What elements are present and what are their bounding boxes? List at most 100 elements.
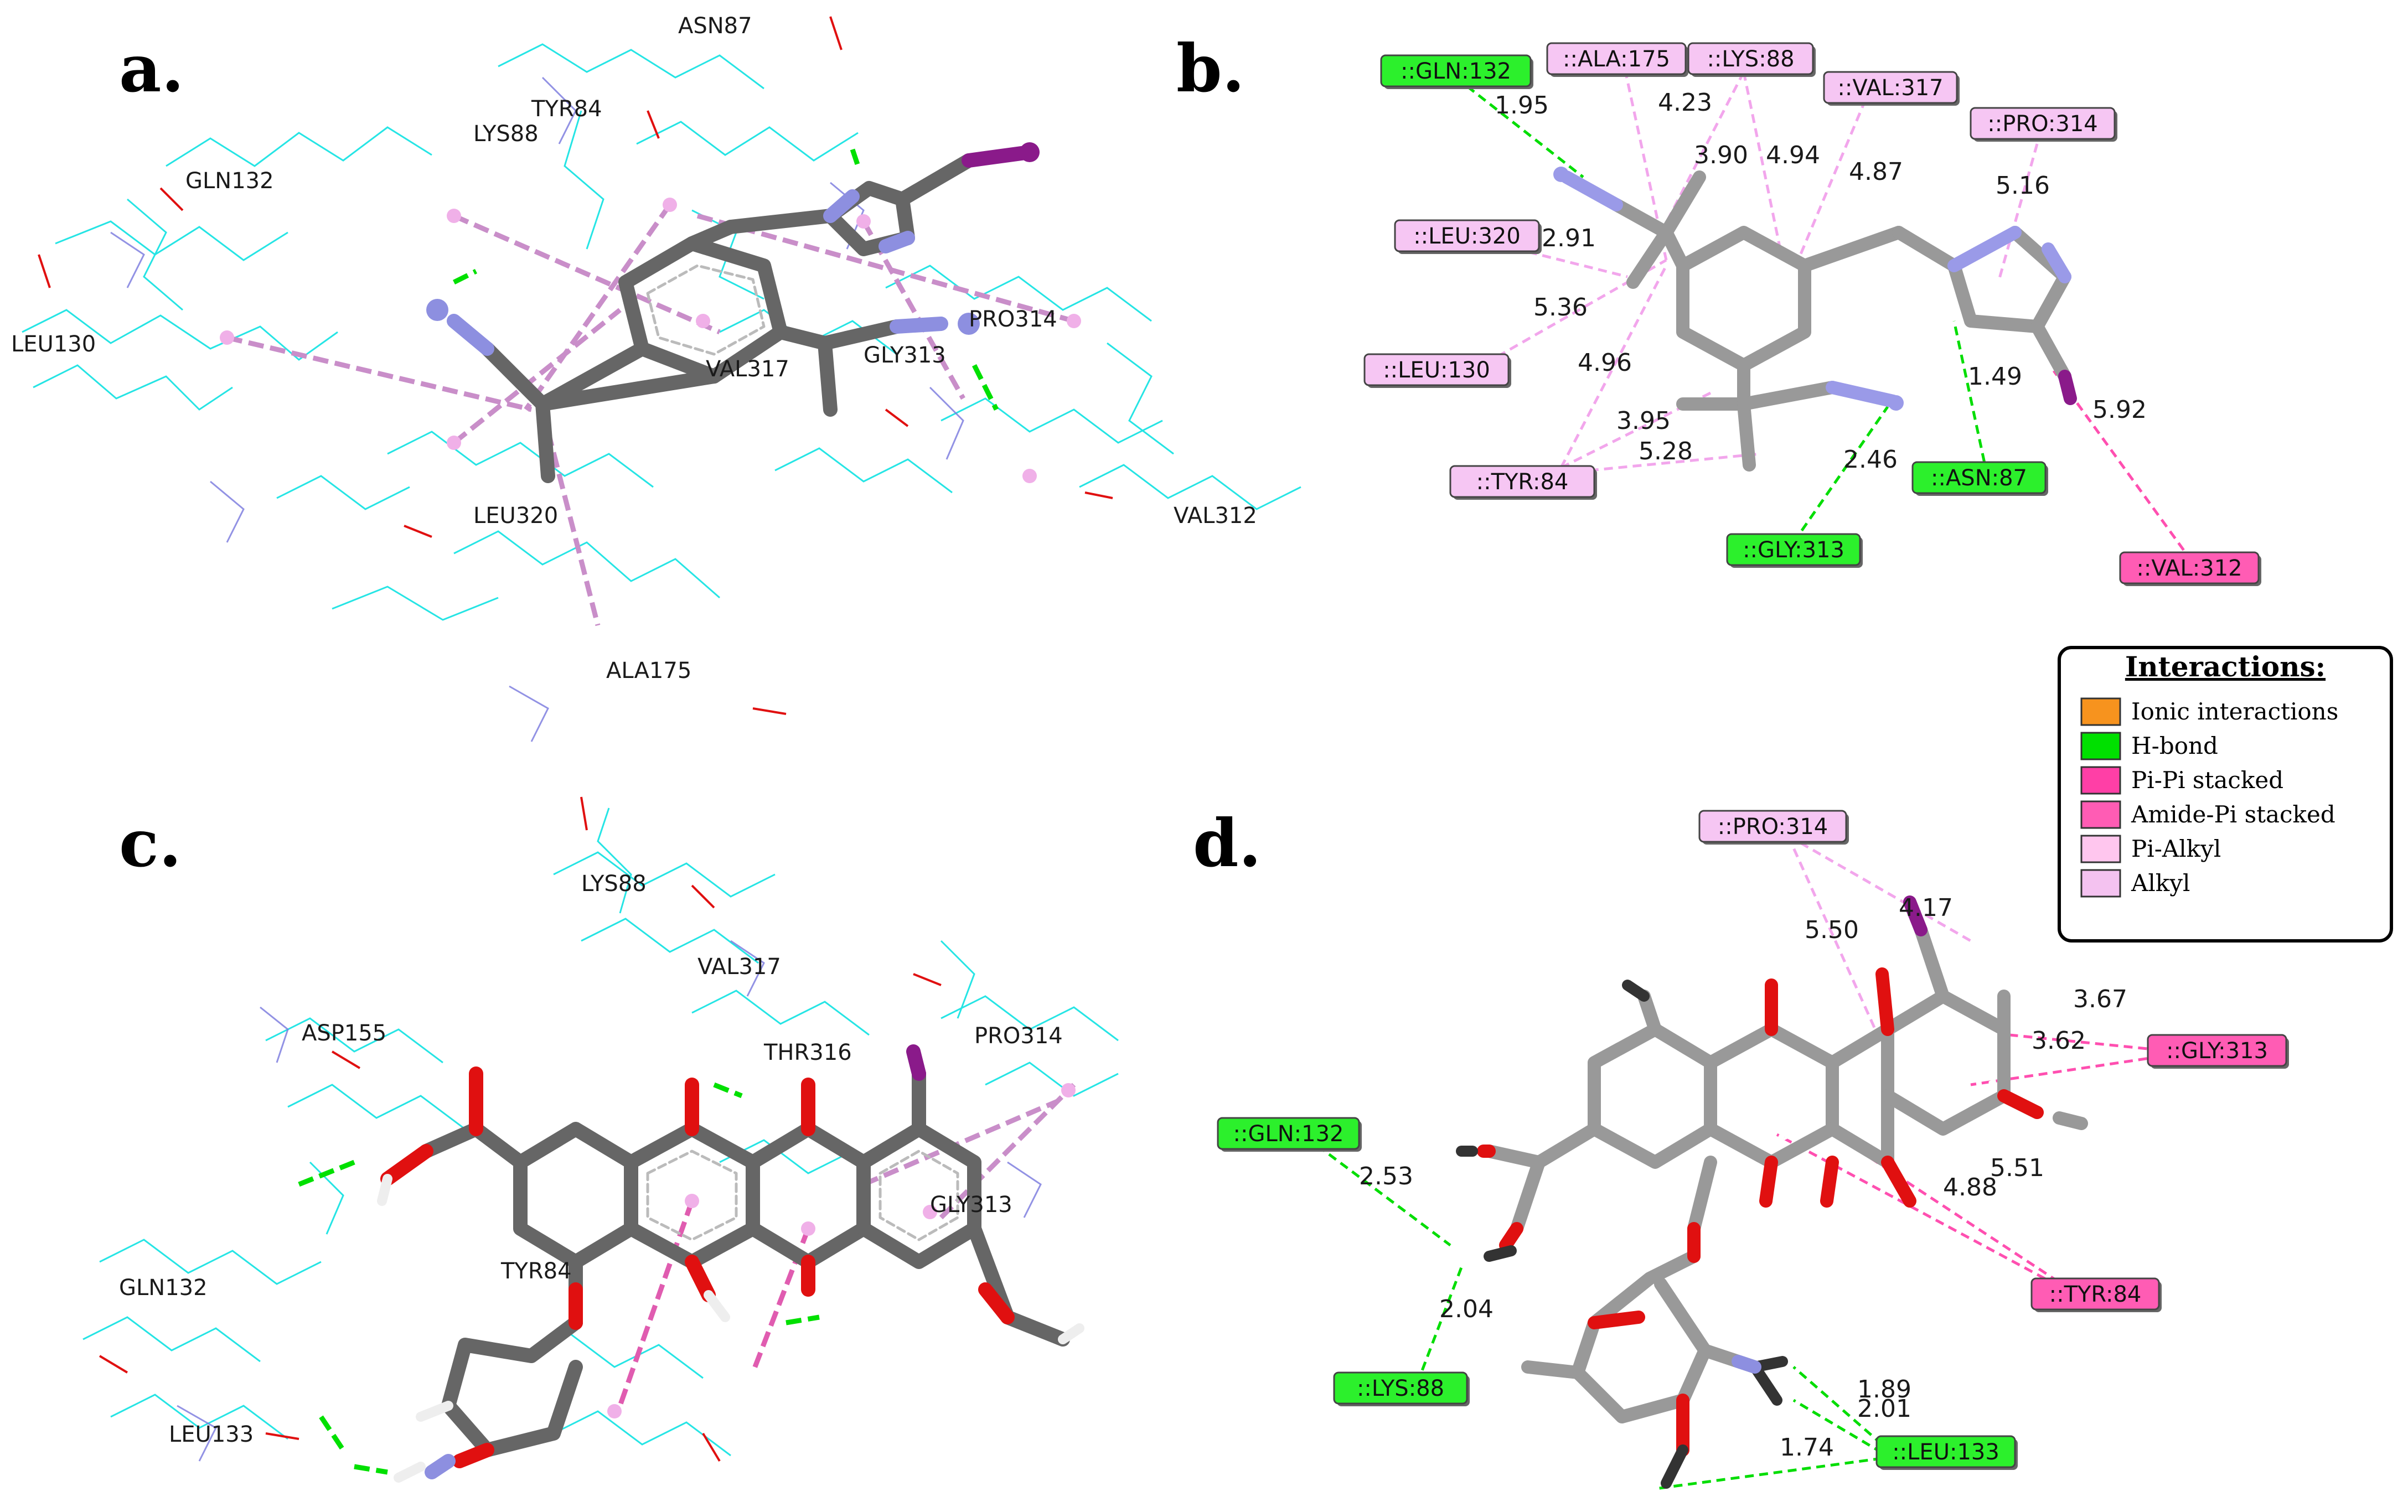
residue-label-c: ASP155 [302,1021,386,1046]
interaction-asn87-b [1952,320,1989,477]
distance-label: 1.89 [1857,1375,1911,1404]
residue-label-c: THR316 [763,1040,852,1065]
distance-label: 2.91 [1542,224,1596,252]
legend-swatch [2080,835,2121,863]
interaction-leu130-b [1471,258,1667,372]
distance-label: 5.36 [1533,293,1588,322]
residue-tag: ::LEU:133 [1875,1435,2018,1470]
distance-label: 4.17 [1899,894,1953,922]
residue-tag-box [2030,1277,2160,1311]
interactions-b [1455,55,2194,563]
residue-tag-label: ::LYS:88 [1707,46,1794,72]
residue-tag: ::ALA:175 [1546,42,1688,77]
legend-title: Interactions: [2125,650,2326,683]
distance-label: 4.88 [1943,1173,1997,1202]
distance-label: 5.28 [1639,437,1693,465]
distance-label: 5.92 [2092,396,2147,424]
protein-backbone-a [110,76,964,742]
interaction-gln132-b [1455,76,1584,178]
residue-tag-label: ::LYS:88 [1357,1376,1444,1401]
legend-item-label: Pi-Alkyl [2131,835,2221,862]
panel-c [82,796,1119,1483]
ligand-c [377,1044,1084,1483]
residue-tag-box [1380,54,1532,87]
protein-wireframe-a [22,43,1301,621]
residue-tag-label: ::GLY:313 [2166,1038,2268,1064]
ligand-a [447,145,1037,483]
distance-label: 5.16 [1996,172,2050,200]
residue-label-a: GLN132 [185,168,274,194]
residue-tag-box [2147,1034,2287,1067]
residue-tag-box [1363,353,1510,386]
distance-label: 1.95 [1495,91,1549,120]
ligand-b [1560,170,2077,472]
interactions-c [298,1082,1076,1475]
distance-label: 3.90 [1694,141,1748,169]
residue-tag: ::GLN:132 [1380,54,1533,89]
legend-item-label: Amide-Pi stacked [2131,801,2335,828]
residue-tag-label: ::VAL:312 [2136,556,2242,581]
residue-label-a: VAL317 [706,356,789,382]
distance-label: 2.46 [1843,446,1898,474]
interaction-val312-b [2052,370,2194,563]
residue-label-a: VAL312 [1174,503,1257,529]
distance-label: 5.50 [1805,916,1859,944]
residue-tag-box [1911,461,2047,494]
interaction-leu320-b [1472,236,1628,278]
residue-tag-label: ::GLN:132 [1401,59,1511,84]
residue-tag: ::PRO:314 [1970,107,2117,142]
residue-tag-box [1823,71,1958,104]
legend-swatch [2080,697,2121,726]
residue-label-c: PRO314 [974,1023,1063,1049]
residue-tag-label: ::PRO:314 [1718,814,1828,840]
distance-labels-d: 4.175.503.673.625.514.882.532.041.892.01… [1359,894,2127,1462]
residue-label-c: GLY313 [930,1192,1012,1218]
residue-label-c: TYR84 [500,1259,572,1284]
residue-tag-label: ::TYR:84 [1476,469,1569,495]
interaction-gly313-b [1792,406,1889,543]
residue-tag-box [2119,551,2260,584]
ligand-atoms-a [426,299,980,335]
legend-swatch [2080,766,2121,795]
residue-tag-box [1333,1371,1468,1405]
panel-a [22,16,1301,742]
distance-label: 5.51 [1990,1154,2044,1182]
distance-label: 3.67 [2073,985,2127,1013]
residue-tags-b: ::GLN:132::ALA:175::LYS:88::VAL:317::PRO… [1363,42,2261,586]
residue-labels-c: LYS88VAL317THR316PRO314ASP155GLN132TYR84… [119,871,1063,1447]
residue-labels-a: ASN87TYR84LYS88GLN132LEU130PRO314GLY313V… [11,13,1257,683]
residue-label-a: LYS88 [473,121,539,147]
distance-label: 4.87 [1849,158,1903,186]
protein-oxygens-c [99,796,942,1462]
interaction-pro314-b [1997,143,2039,283]
residue-tag: ::TYR:84 [1449,465,1597,500]
residue-label-a: TYR84 [531,96,602,122]
residue-tag: ::GLY:313 [1726,533,1863,568]
residue-tag-box [1875,1435,2016,1468]
residue-tag-box [1217,1117,1360,1150]
panel-d: 4.175.503.673.625.514.882.532.041.892.01… [1217,810,2289,1490]
residue-tag-label: ::ASN:87 [1931,465,2027,491]
residue-tag-label: ::ALA:175 [1563,46,1670,72]
panel-label-b: b. [1176,30,1245,107]
protein-oxygens-a [38,16,1113,715]
residue-label-c: GLN132 [119,1275,208,1301]
interaction-tyr84-b [1559,265,1668,469]
residue-tags-d: ::PRO:314::GLY:313::GLN:132::TYR:84::LYS… [1217,810,2289,1470]
residue-label-a: ALA175 [606,658,691,683]
legend-item-label: Pi-Pi stacked [2131,767,2283,794]
residue-tag-box [1546,42,1687,75]
residue-tag-label: ::VAL:317 [1837,75,1943,101]
interaction-val317-b [1792,99,1867,272]
residue-tag-box [1698,810,1847,843]
distance-label: 2.04 [1439,1295,1494,1323]
panel-label-d: d. [1193,805,1262,882]
residue-tag: ::LEU:320 [1394,219,1542,254]
distance-label: 3.95 [1616,407,1671,435]
residue-tag: ::LEU:130 [1363,353,1511,388]
residue-label-c: LEU133 [169,1422,254,1447]
residue-label-c: VAL317 [697,954,781,980]
residue-tag-box [1726,533,1861,566]
legend-item-label: Alkyl [2131,869,2190,897]
residue-tag: ::ASN:87 [1911,461,2048,496]
